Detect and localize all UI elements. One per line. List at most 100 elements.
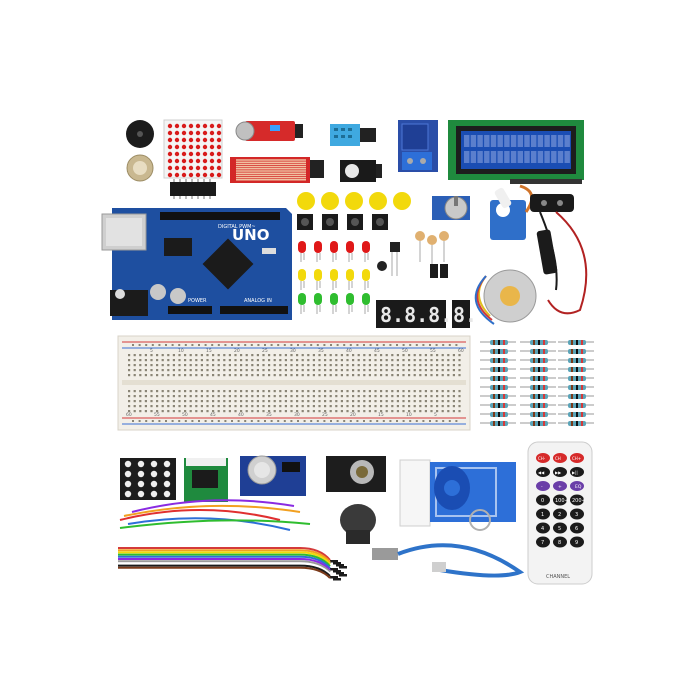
breadboard-column-number: 40	[238, 412, 244, 418]
breadboard-column-number: 55	[154, 412, 160, 418]
remote-button-label: 8	[558, 540, 561, 546]
ribbon-wire	[118, 566, 331, 579]
matrix-dot	[209, 151, 215, 157]
led	[330, 269, 338, 281]
lcd-char-cell	[557, 135, 564, 147]
lcd-char-cell	[484, 151, 490, 163]
matrix-dot	[181, 158, 187, 164]
remote-button	[570, 508, 584, 520]
remote-button-label: +	[558, 484, 562, 490]
breadboard-column-number: 60	[458, 348, 464, 354]
matrix-dot	[195, 123, 201, 129]
leds	[298, 241, 370, 314]
lcd-char-cell	[510, 135, 517, 147]
single-digit-seven-segment-display: 8.	[452, 300, 477, 328]
lcd-char-cell	[524, 135, 530, 147]
matrix-dot	[181, 144, 187, 150]
rtc-clock-module	[240, 455, 306, 496]
led	[362, 293, 370, 305]
transistor-ir-receiver	[377, 242, 448, 278]
joystick-cap	[340, 504, 376, 544]
lcd-char-cell	[464, 135, 470, 147]
remote-button	[536, 522, 550, 534]
keypad-key	[150, 490, 158, 498]
matrix-dot	[216, 144, 222, 150]
buzzer	[126, 120, 154, 148]
keypad-key	[163, 470, 171, 478]
yellow-button-cap	[321, 192, 339, 210]
matrix-dot	[195, 158, 201, 164]
matrix-dot	[174, 172, 180, 178]
remote-button-label: EQ	[575, 484, 582, 490]
matrix-dot	[202, 130, 208, 136]
matrix-dot	[188, 123, 194, 129]
breadboard-column-number: 35	[318, 348, 324, 354]
remote-button-label: 2	[558, 512, 561, 518]
breadboard-column-number: 5	[434, 412, 437, 418]
keypad-key	[137, 470, 145, 478]
jumper-wires	[119, 499, 311, 531]
ribbon-cable	[118, 547, 347, 581]
breadboard-column-number: 60	[126, 412, 132, 418]
remote-button-label: 4	[541, 526, 544, 532]
lcd-char-cell	[544, 151, 550, 163]
matrix-dot	[202, 137, 208, 143]
led	[330, 293, 338, 305]
remote-button-label: 5	[558, 526, 561, 532]
board-analog-label: ANALOG IN	[244, 298, 272, 304]
lcd-char-cell	[484, 135, 490, 147]
lcd-char-cell	[470, 151, 477, 163]
stepper-driver-board	[184, 458, 228, 502]
remote-button	[570, 467, 584, 477]
matrix-dot	[195, 151, 201, 157]
matrix-dot	[202, 144, 208, 150]
lcd-char-cell	[557, 151, 564, 163]
remote-button	[570, 536, 584, 548]
remote-button	[570, 494, 584, 506]
matrix-dot	[188, 137, 194, 143]
matrix-dot	[188, 151, 194, 157]
servo-motor	[490, 184, 534, 240]
matrix-dot	[202, 172, 208, 178]
keypad-key	[150, 460, 158, 468]
breadboard-column-number: 25	[322, 412, 328, 418]
matrix-dot	[188, 144, 194, 150]
board-header-label: DIGITAL PWM~	[218, 224, 256, 230]
remote-button	[570, 522, 584, 534]
lcd-char-cell	[537, 135, 544, 147]
matrix-dot	[174, 151, 180, 157]
matrix-dot	[181, 172, 187, 178]
remote-button-label: ▶▶	[555, 470, 562, 475]
ribbon-wire	[118, 549, 331, 563]
matrix-dot	[181, 151, 187, 157]
membrane-keypad-4x4	[120, 458, 176, 500]
remote-button-label: 0	[541, 498, 544, 504]
lcd-char-cell	[497, 135, 503, 147]
remote-footer-label: CHANNEL	[546, 574, 570, 580]
piezo-disc	[126, 154, 154, 182]
breadboard-column-number: 15	[206, 348, 212, 354]
ldr-photoresistors	[415, 231, 449, 266]
remote-button	[536, 467, 550, 477]
matrix-dot	[181, 130, 187, 136]
remote-button	[553, 481, 567, 491]
matrix-dot	[167, 130, 173, 136]
matrix-dot	[202, 158, 208, 164]
ribbon-wire	[118, 551, 331, 565]
keypad-key	[137, 460, 145, 468]
keypad-key	[163, 480, 171, 488]
breadboard-column-number: 55	[430, 348, 436, 354]
remote-button	[570, 481, 584, 491]
push-button-caps	[297, 192, 411, 210]
breadboard-column-number: 15	[378, 412, 384, 418]
lcd-char-cell	[490, 135, 497, 147]
push-buttons	[297, 214, 388, 230]
matrix-dot	[174, 144, 180, 150]
remote-button-label: 9	[575, 540, 578, 546]
lcd-char-cell	[544, 135, 550, 147]
water-level-sensor	[230, 157, 324, 183]
keypad-key	[124, 470, 132, 478]
